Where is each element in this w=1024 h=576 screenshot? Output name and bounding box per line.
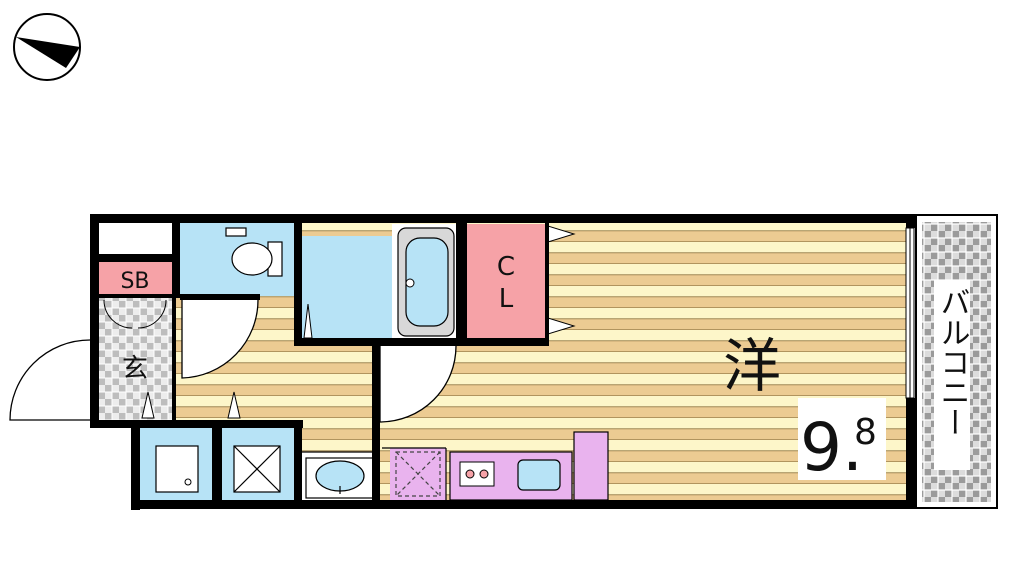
closet-label-c: C	[497, 252, 515, 282]
bathroom	[302, 224, 456, 344]
washbasin-icon	[305, 457, 375, 499]
entrance-label: 玄	[122, 354, 148, 384]
sink-icon	[517, 459, 561, 491]
bathtub-icon	[397, 227, 455, 337]
area-label-main: 9.	[800, 409, 863, 486]
toilet-icon	[225, 227, 283, 277]
area-label-decimal: 8	[854, 412, 877, 453]
shoe-box	[98, 262, 172, 295]
shoe-box-label: SB	[120, 269, 149, 294]
toilet-door[interactable]	[181, 299, 259, 379]
area-label-bg	[798, 398, 886, 480]
washer-space-icon	[233, 445, 281, 493]
utility-door-right[interactable]	[227, 391, 241, 419]
balcony	[915, 214, 998, 509]
toilet-room	[180, 222, 294, 296]
closet-label-l: L	[499, 284, 514, 314]
utility-door-left[interactable]	[141, 391, 155, 419]
washing-machine-icon	[155, 445, 199, 493]
kitchen	[390, 431, 609, 501]
refrigerator-icon	[390, 448, 446, 500]
stove-icon	[459, 461, 495, 487]
washroom	[302, 452, 378, 500]
walls	[90, 214, 916, 510]
balcony-label: バルコニー	[935, 287, 970, 437]
compass-icon	[13, 13, 81, 81]
room-door[interactable]	[379, 345, 457, 423]
storage-top-left	[98, 222, 172, 254]
entrance-door[interactable]	[9, 339, 91, 421]
shoe-box-doors[interactable]	[103, 299, 167, 329]
thin-partitions	[302, 447, 447, 500]
closet	[467, 224, 545, 338]
western-room-label: 洋	[723, 332, 781, 400]
